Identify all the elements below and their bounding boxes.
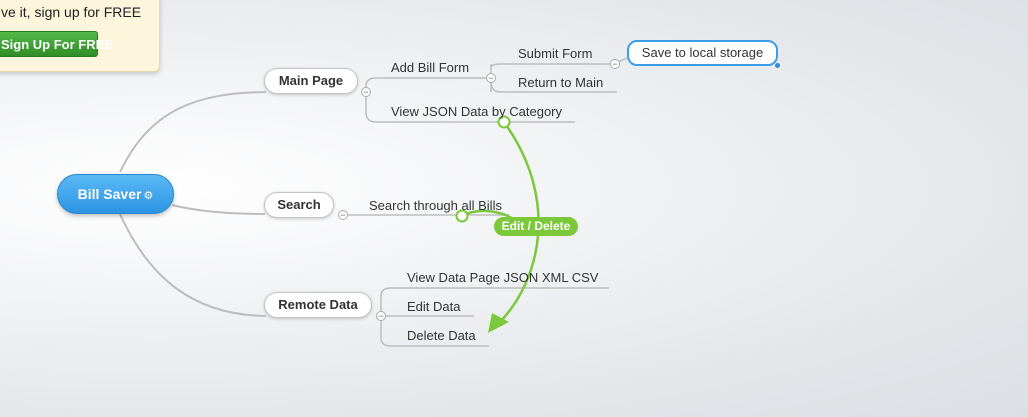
signup-promo-box: ve it, sign up for FREE Sign Up For FREE <box>0 0 160 72</box>
topic-search[interactable]: Search <box>264 192 334 218</box>
branch-add-bill <box>365 77 491 92</box>
leaf-submit-form[interactable]: Submit Form <box>518 46 593 61</box>
collapse-add-bill-toggle[interactable]: − <box>486 73 496 83</box>
leaf-search-all-bills[interactable]: Search through all Bills <box>369 198 502 213</box>
sign-up-button[interactable]: Sign Up For FREE <box>0 31 113 57</box>
signup-text: ve it, sign up for FREE <box>1 4 142 20</box>
collapse-main-page-toggle[interactable]: − <box>361 87 371 97</box>
relationship-label[interactable]: Edit / Delete <box>494 217 578 236</box>
resize-handle[interactable] <box>775 63 780 68</box>
relationship-handle-start[interactable] <box>497 115 511 129</box>
leaf-edit-data[interactable]: Edit Data <box>407 299 461 314</box>
topic-remote-data[interactable]: Remote Data <box>264 292 372 318</box>
leaf-view-data-page[interactable]: View Data Page JSON XML CSV <box>407 270 599 285</box>
leaf-add-bill-form[interactable]: Add Bill Form <box>391 60 470 75</box>
branch-main-page <box>365 92 575 123</box>
collapse-search-toggle[interactable]: − <box>338 210 348 220</box>
relationship-handle-search[interactable] <box>455 209 469 223</box>
central-topic-bill-saver[interactable]: Bill Saver⚙ <box>57 174 174 214</box>
leaf-view-json-data[interactable]: View JSON Data by Category <box>391 104 562 119</box>
branch-remote-data <box>380 287 609 347</box>
gear-icon[interactable]: ⚙ <box>143 190 154 202</box>
relationship-arrowhead <box>488 313 509 333</box>
collapse-submit-form-toggle[interactable]: − <box>610 59 620 69</box>
central-topic-label: Bill Saver <box>77 186 142 202</box>
connector-main-page <box>119 91 267 173</box>
leaf-delete-data[interactable]: Delete Data <box>407 328 476 343</box>
connector-search <box>171 204 266 215</box>
connector-remote-data <box>119 213 267 317</box>
collapse-remote-data-toggle[interactable]: − <box>376 311 386 321</box>
leaf-save-to-local-storage[interactable]: Save to local storage <box>627 40 778 66</box>
leaf-return-to-main[interactable]: Return to Main <box>518 75 604 90</box>
topic-main-page[interactable]: Main Page <box>264 68 358 94</box>
